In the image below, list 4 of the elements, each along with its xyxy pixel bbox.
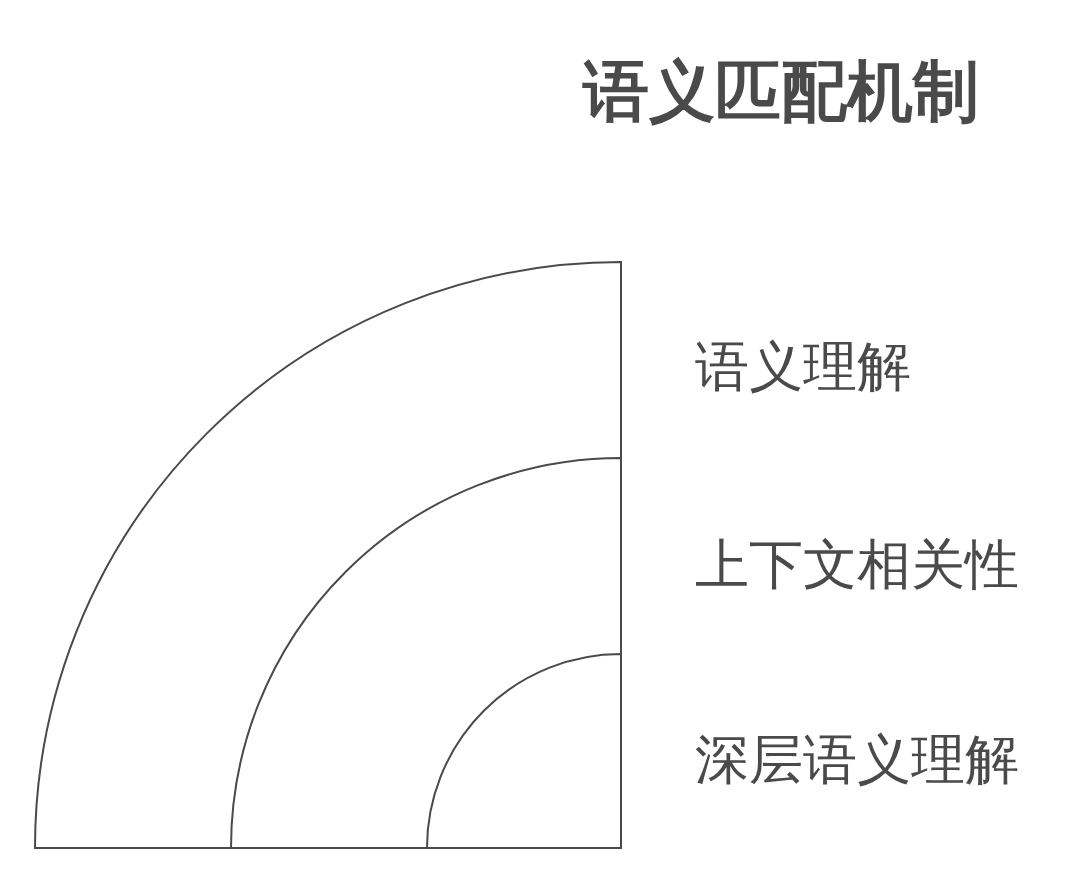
band-label: 上下文相关性 bbox=[695, 538, 1019, 592]
title: 语义匹配机制 bbox=[583, 59, 979, 125]
band-label: 深层语义理解 bbox=[695, 733, 1019, 787]
band-label: 语义理解 bbox=[695, 340, 911, 394]
